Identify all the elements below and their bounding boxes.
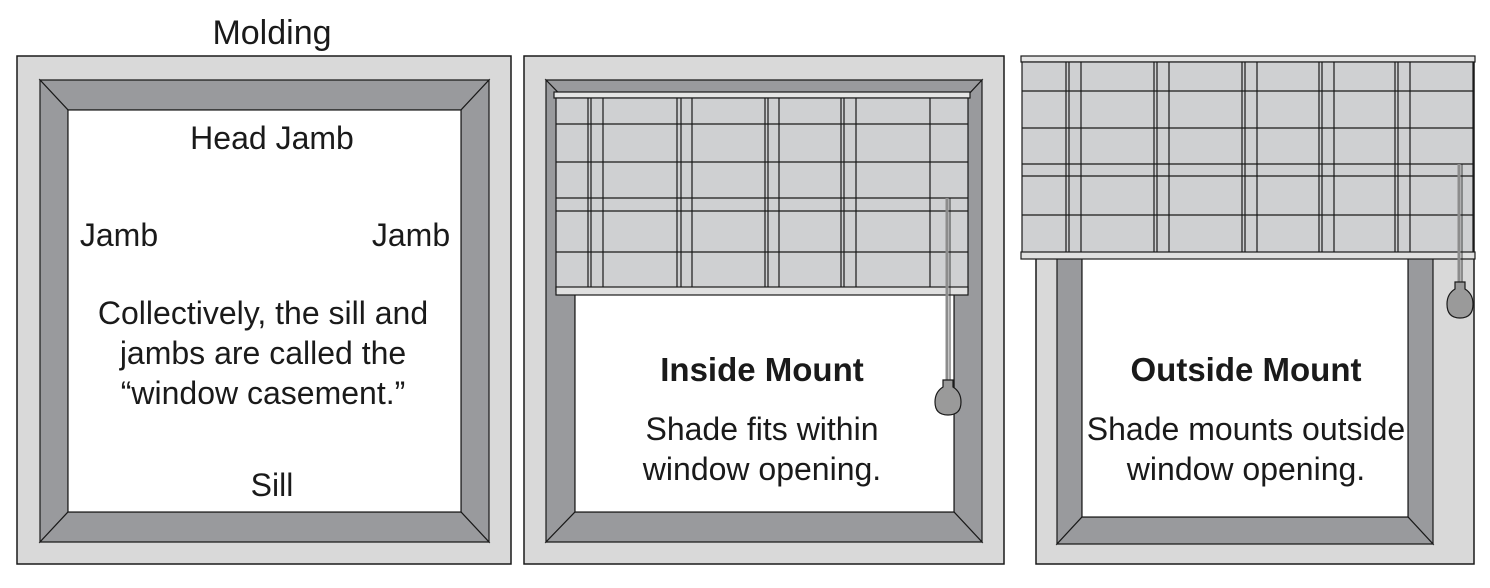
shade-fabric xyxy=(555,97,969,292)
left-jamb xyxy=(39,78,69,544)
outside-mount-title: Outside Mount xyxy=(1131,351,1362,388)
sill-label: Sill xyxy=(251,467,294,503)
headrail xyxy=(1020,55,1476,63)
inside-mount-title: Inside Mount xyxy=(660,351,863,388)
shade-vertical-weave xyxy=(587,98,931,291)
jamb-right-label: Jamb xyxy=(372,217,450,253)
sill xyxy=(1055,516,1435,545)
pull-cord xyxy=(945,198,951,380)
window-opening xyxy=(1081,256,1409,518)
sill xyxy=(544,511,984,543)
outside-mount-panel: Outside Mount Shade mounts outside windo… xyxy=(1020,55,1476,565)
cord-pull-weight xyxy=(934,379,962,416)
casement-note-line-2: jambs are called the xyxy=(119,335,406,371)
pull-cord xyxy=(1457,164,1463,282)
sill xyxy=(38,511,491,543)
bottom-rail xyxy=(1020,251,1476,260)
head-jamb-label: Head Jamb xyxy=(190,120,354,156)
casement-note-line-1: Collectively, the sill and xyxy=(98,295,428,331)
left-jamb xyxy=(1056,256,1083,546)
right-jamb xyxy=(460,78,490,544)
cord-pull-weight xyxy=(1446,281,1474,319)
head-jamb xyxy=(38,79,491,111)
inside-shade xyxy=(553,91,971,416)
right-jamb xyxy=(1407,256,1434,546)
outside-mount-caption-line-1: Shade mounts outside xyxy=(1087,411,1405,447)
outside-mount-caption-line-2: window opening. xyxy=(1126,451,1365,487)
shade-vertical-weave xyxy=(1065,62,1411,254)
bottom-rail xyxy=(555,286,969,296)
molding-label: Molding xyxy=(212,14,331,52)
inside-mount-caption-line-2: window opening. xyxy=(642,451,881,487)
window-anatomy-panel: Molding Head Jamb Jamb Jamb Collectively… xyxy=(16,14,512,565)
inside-mount-panel: Inside Mount Shade fits within window op… xyxy=(523,55,1005,565)
shade-horizontal-weave xyxy=(556,123,968,253)
inside-mount-caption-line-1: Shade fits within xyxy=(645,411,878,447)
casement-note-line-3: “window casement.” xyxy=(121,375,406,411)
outside-shade xyxy=(1020,55,1476,319)
headrail xyxy=(553,91,971,99)
window-opening xyxy=(67,109,462,513)
jamb-left-label: Jamb xyxy=(80,217,158,253)
